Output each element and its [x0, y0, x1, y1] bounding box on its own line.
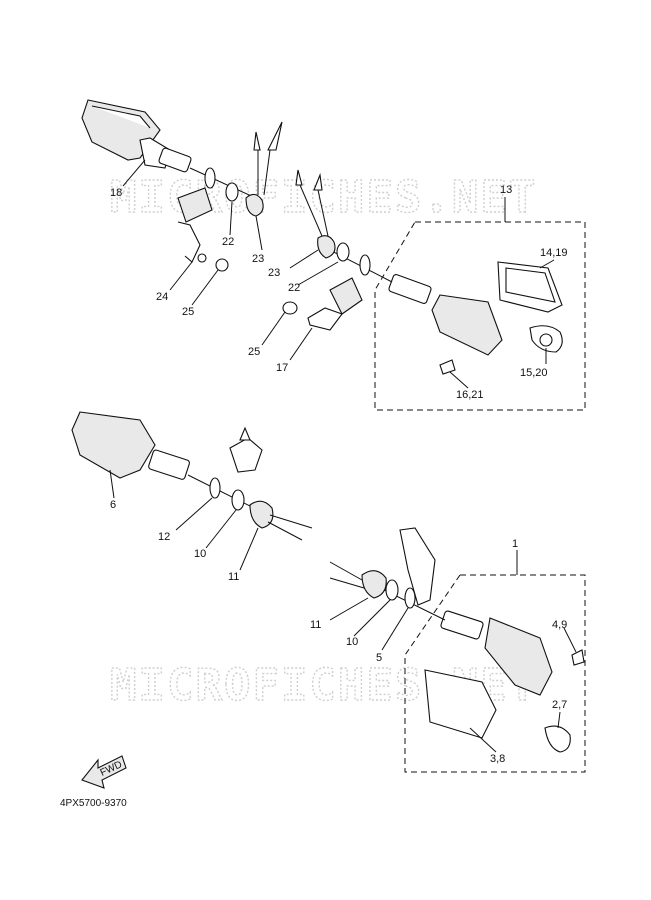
rubber-boot-6 — [148, 449, 190, 480]
bracket-24 — [177, 221, 201, 263]
grommet-11-a — [249, 500, 274, 529]
label-11b: 11 — [310, 619, 321, 631]
flasher-assembly-1 — [329, 527, 586, 773]
spacer-10-b — [385, 579, 399, 601]
flasher-housing-13 — [431, 294, 503, 356]
subassembly-box-13 — [374, 221, 586, 411]
label-4-9: 4,9 — [552, 619, 567, 631]
washer-12 — [209, 477, 221, 499]
bracket-5 — [399, 527, 436, 606]
wire-terminal-b — [267, 121, 283, 151]
nut-25-b — [282, 301, 298, 315]
label-23a: 23 — [252, 253, 264, 265]
bracket-6 — [229, 437, 263, 473]
label-15-20: 15,20 — [520, 367, 548, 379]
label-18: 18 — [110, 187, 122, 199]
rubber-boot-13 — [388, 273, 432, 305]
lens-3-8 — [424, 669, 497, 739]
label-13: 13 — [500, 184, 512, 196]
nut-25-top — [215, 258, 229, 272]
part-number-code: 4PX5700-9370 — [60, 798, 127, 809]
screw-4-9 — [571, 649, 585, 666]
leader-lines — [109, 159, 577, 753]
label-10b: 10 — [346, 636, 358, 648]
grommet-23-b — [317, 235, 336, 259]
spacer-22 — [225, 182, 239, 202]
spacer-22-b — [336, 242, 350, 262]
washer-5 — [404, 587, 416, 609]
grommet-23 — [245, 193, 264, 217]
label-23b: 23 — [268, 267, 280, 279]
flasher-housing-6 — [71, 411, 156, 479]
label-22a: 22 — [222, 236, 234, 248]
flasher-housing-1 — [484, 617, 553, 696]
label-2-7: 2,7 — [552, 699, 567, 711]
spacer-10-a — [231, 489, 245, 511]
label-12: 12 — [158, 531, 170, 543]
label-14-19: 14,19 — [540, 247, 568, 259]
label-11a: 11 — [228, 571, 239, 583]
label-24: 24 — [156, 291, 168, 303]
washer-b — [359, 254, 371, 276]
washer-22-top — [204, 167, 216, 189]
forward-arrow-icon: FWD — [81, 755, 127, 789]
screw-16-21 — [439, 359, 456, 375]
callout-labels: 13 1 18 22 23 23 22 24 25 25 17 14,19 15… — [110, 184, 568, 765]
flasher-assembly-18 — [81, 99, 283, 272]
flasher-assembly-6 — [71, 411, 313, 541]
bracket-17 — [307, 307, 343, 331]
label-1: 1 — [512, 538, 518, 550]
label-17: 17 — [276, 362, 288, 374]
flasher-assembly-13 — [282, 169, 586, 411]
label-5: 5 — [376, 652, 382, 664]
subassembly-box-1 — [404, 574, 586, 773]
bracket-24-upper — [177, 187, 213, 223]
label-22b: 22 — [288, 282, 300, 294]
rubber-boot-1 — [440, 610, 484, 640]
wire-terminal-a — [253, 131, 261, 151]
label-25b: 25 — [248, 346, 260, 358]
rubber-boot-18 — [158, 147, 192, 173]
bulb-2-7 — [544, 725, 571, 753]
label-16-21: 16,21 — [456, 389, 484, 401]
label-10a: 10 — [194, 548, 206, 560]
label-3-8: 3,8 — [490, 753, 505, 765]
grommet-11-b — [361, 570, 387, 599]
label-6: 6 — [110, 499, 116, 511]
label-25a: 25 — [182, 306, 194, 318]
bracket-17-upper — [329, 277, 363, 315]
